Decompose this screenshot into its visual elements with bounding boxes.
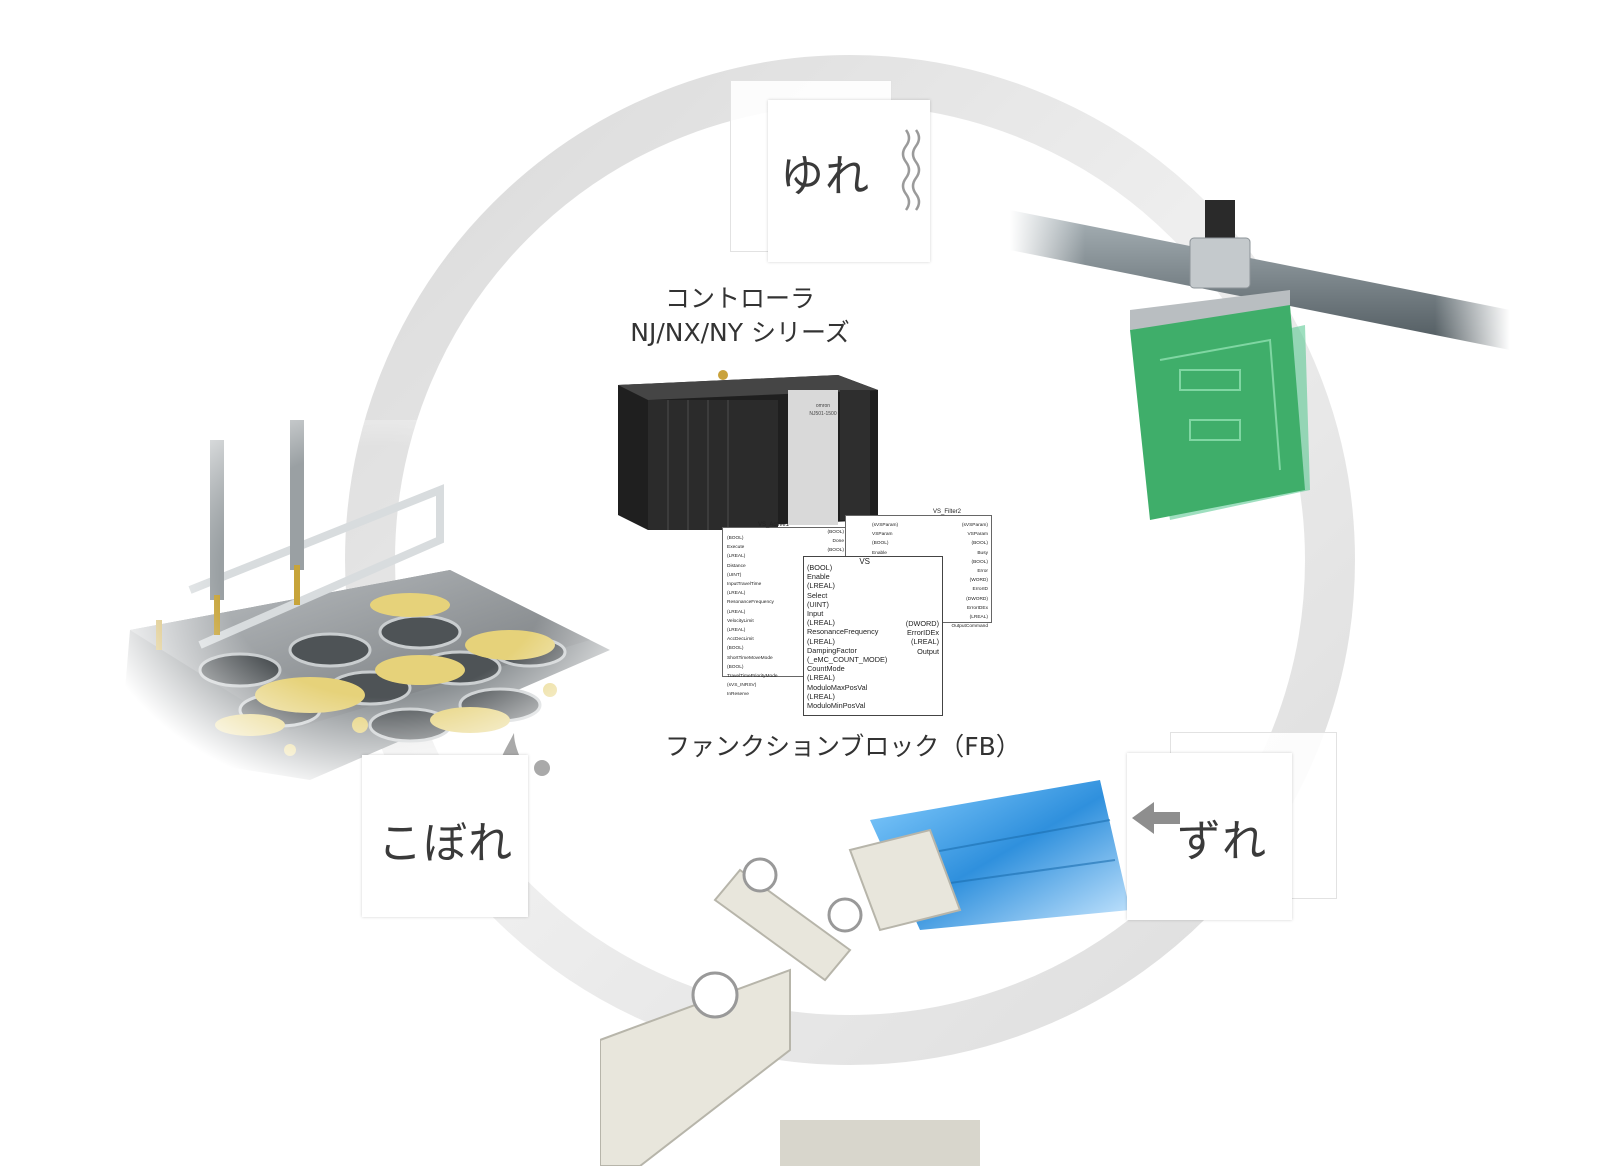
fb-pin-label: (BOOL) (727, 664, 744, 670)
fb-pin-label: ErrorIDEx (906, 628, 939, 638)
fb-pin-label: InputTravelTime (727, 582, 762, 588)
fb-pin-label: (sVS_INRSV) (727, 683, 757, 689)
fb-title: VS_Filter2 (932, 509, 961, 515)
fb-pin-label: (BOOL) (727, 536, 744, 541)
fb-title: VS (859, 557, 870, 566)
fb-pin-label: ResonanceFrequency (727, 600, 774, 606)
fb-pin-label: (BOOL) (807, 563, 833, 572)
fb-pin-label: (BOOL) (827, 548, 844, 554)
fb-pin-label: ShortTimeMoveMode (727, 655, 773, 661)
controller-image: omron NJ501-1500 (618, 370, 878, 530)
card-misalign-label: ずれ (1177, 816, 1267, 867)
fb-pin-label: (UINT) (807, 599, 829, 609)
fb-pin-label: VelocityLimit (727, 618, 754, 624)
fb-pin-label: TravelTimePriorityMode (727, 674, 778, 680)
fb-pin-label: VSParam (872, 532, 893, 538)
fb-pin-label: (sVSParam) (872, 523, 899, 528)
fb-pin-label: (LREAL) (807, 618, 835, 628)
fb-pin-label: (_eMC_COUNT_MODE) (807, 655, 888, 665)
fb-pin-label: (LREAL) (807, 636, 835, 646)
fb-pin-label: ErrorIDEx (966, 605, 988, 611)
controller-model: NJ501-1500 (809, 411, 836, 417)
card-spill: こぼれ (362, 755, 528, 917)
controller-caption: コントローラ NJ/NX/NY シリーズ (620, 282, 860, 350)
fb-pin-label: Error (977, 569, 988, 575)
fb-pin-label: (LREAL) (727, 609, 746, 615)
card-spill-label: こぼれ (378, 818, 513, 869)
fb-pin-label: Distance (727, 563, 746, 569)
controller-caption-line1: コントローラ (664, 284, 815, 313)
rail-pcb-illustration (1010, 190, 1510, 520)
card-misalign: ずれ (1127, 753, 1292, 920)
fb-pin-label: (LREAL) (969, 615, 988, 621)
fb-pin-label: ModuloMinPosVal (807, 701, 866, 711)
fb-pin-label: ResonanceFrequency (807, 627, 879, 637)
fb-diagram-vs: VS (BOOL)Enable(LREAL)Select(UINT)Input(… (803, 556, 943, 716)
fb-pin-label: Enable (807, 572, 830, 582)
fb-pin-label: ErrorID (972, 587, 988, 593)
robot-arm-glass-illustration (600, 780, 1130, 1166)
fb-pin-label: Enable (872, 550, 887, 556)
fb-pin-label: OutputCommand (951, 624, 988, 630)
fb-pin-label: (BOOL) (827, 530, 844, 535)
fb-pin-label: (UINT) (727, 572, 742, 578)
fb-pin-label: AccDecLimit (727, 637, 754, 643)
fb-pin-label: (LREAL) (807, 691, 835, 701)
fb-pin-label: (BOOL) (971, 559, 988, 565)
fb-pin-label: (LREAL) (727, 591, 746, 597)
fb-pin-label: (WORD) (969, 578, 988, 584)
fb-pin-label: (LREAL) (807, 673, 835, 683)
fb-pin-label: Output (917, 646, 939, 656)
controller-brand: omron (816, 403, 830, 409)
fb-pin-label: Done (832, 539, 844, 545)
fb-pin-label: Busy (977, 550, 988, 556)
fb-pin-label: Input (807, 609, 824, 619)
wave-lines-icon (901, 129, 921, 211)
fb-pin-label: (BOOL) (971, 541, 988, 547)
fb-pin-label: InReserve (727, 692, 749, 698)
fb-pin-label: (sVSParam) (961, 523, 988, 528)
fb-pin-label: DampingFactor (807, 645, 857, 655)
card-vibration: ゆれ (768, 100, 930, 262)
controller-caption-line2: NJ/NX/NY シリーズ (630, 318, 850, 347)
card-vibration-label: ゆれ (780, 151, 870, 202)
fb-pin-label: (BOOL) (872, 541, 889, 547)
fb-pin-label: Execute (727, 545, 745, 551)
fb-pin-label: VSParam (967, 532, 988, 538)
fb-pin-label: (DWORD) (905, 619, 939, 628)
fb-title: VS_Active1 (758, 522, 790, 528)
fb-pin-label: (DWORD) (966, 596, 988, 602)
fb-pin-label: Select (807, 590, 828, 600)
arrow-left-icon (1132, 802, 1180, 834)
fb-pin-label: (LREAL) (727, 554, 746, 560)
fb-pin-label: CountMode (807, 664, 845, 674)
fb-pin-label: (LREAL) (727, 628, 746, 634)
dispensing-tray-illustration (110, 420, 610, 800)
fb-pin-label: (LREAL) (911, 637, 939, 647)
fb-pin-label: (LREAL) (807, 581, 835, 591)
fb-pin-label: (BOOL) (727, 646, 744, 652)
fb-caption: ファンクションブロック（FB） (665, 732, 1021, 761)
fb-pin-label: ModuloMaxPosVal (807, 682, 868, 692)
